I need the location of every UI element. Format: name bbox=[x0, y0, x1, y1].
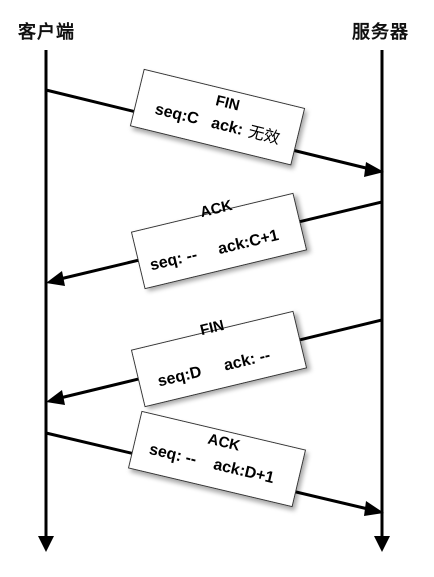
server-label: 服务器 bbox=[352, 22, 409, 43]
message-1-box bbox=[129, 68, 306, 166]
message-3-arrowhead bbox=[46, 390, 65, 405]
message-2: ACK seq: -- ack:C+1 bbox=[46, 192, 383, 290]
message-2-arrowhead bbox=[46, 271, 65, 286]
client-lifeline-arrowhead bbox=[38, 536, 54, 552]
message-4: ACK seq: -- ack:D+1 bbox=[45, 410, 384, 516]
message-3-box bbox=[130, 310, 308, 408]
message-4-arrowhead bbox=[364, 501, 384, 516]
message-1: FIN seq:C ack: 无效 bbox=[45, 68, 384, 177]
client-label: 客户端 bbox=[18, 22, 75, 43]
message-4-box bbox=[127, 410, 307, 508]
message-1-label: FIN bbox=[214, 92, 242, 114]
message-3: FIN seq:D ack: -- bbox=[46, 310, 383, 408]
message-3-label: FIN bbox=[198, 317, 225, 339]
server-lifeline-arrowhead bbox=[374, 536, 390, 552]
message-1-arrowhead bbox=[364, 162, 384, 177]
message-2-box bbox=[130, 192, 308, 290]
